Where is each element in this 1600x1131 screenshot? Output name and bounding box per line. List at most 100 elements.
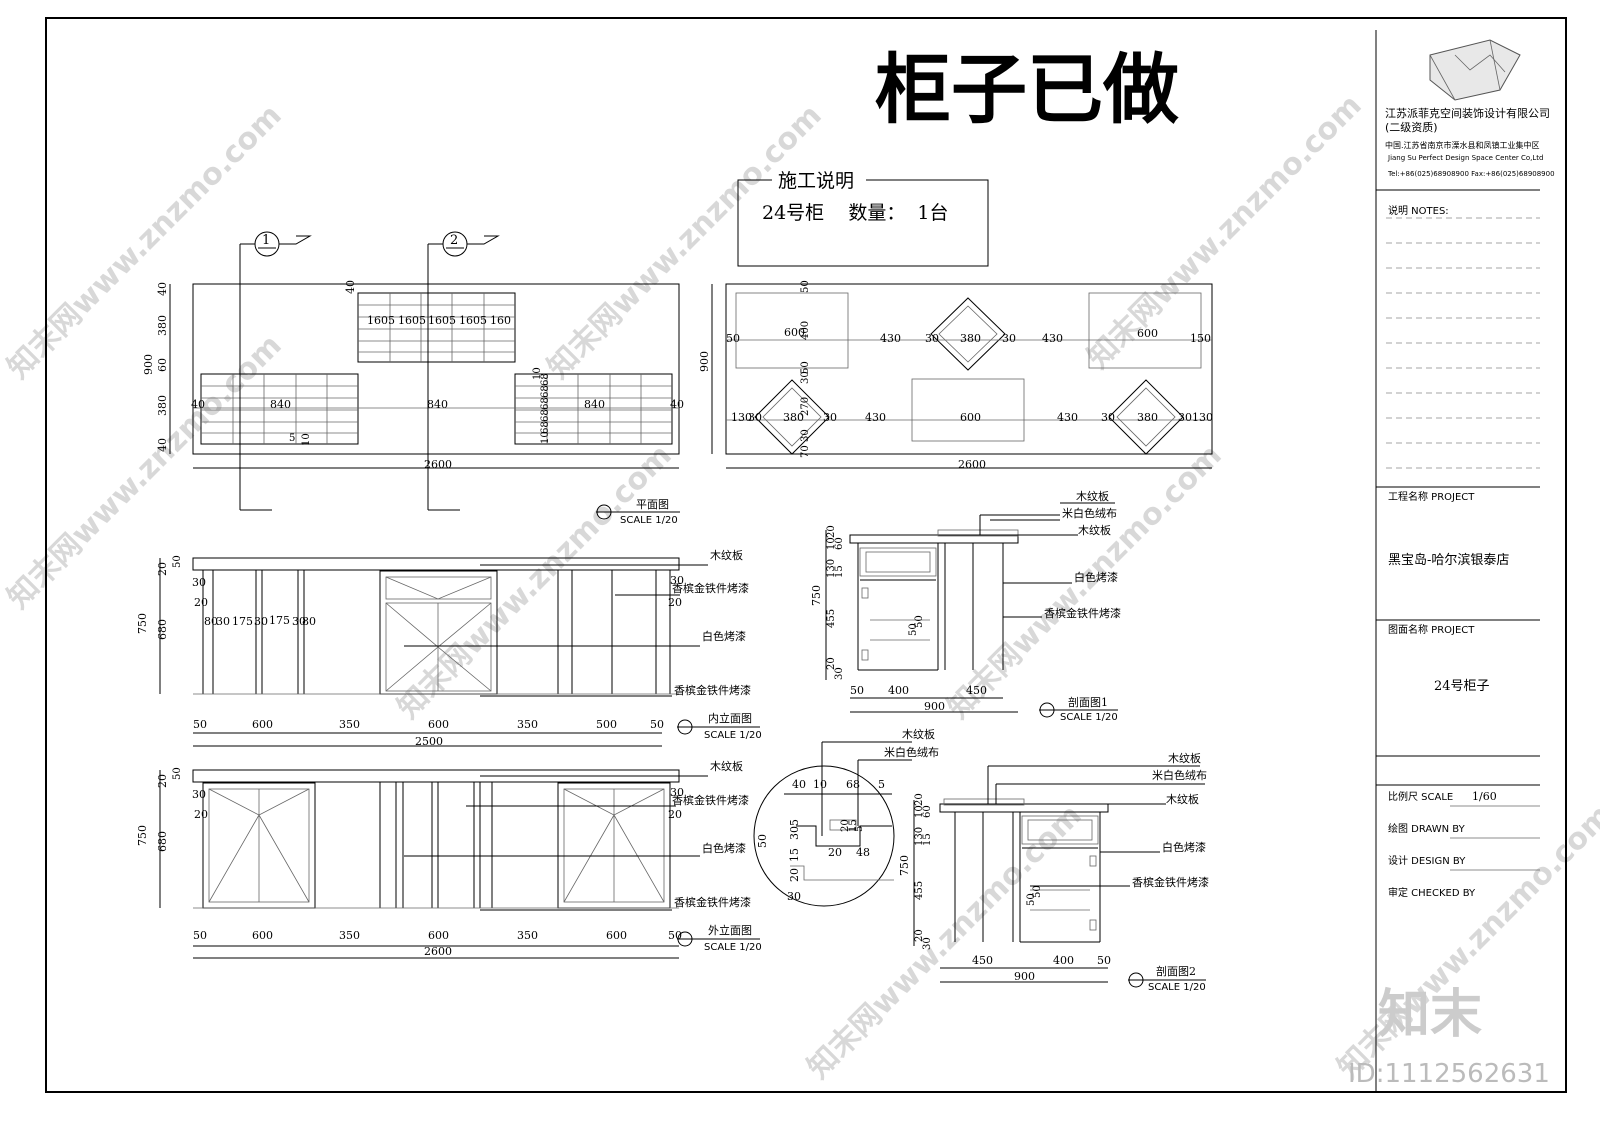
section-view-1: 木纹板 米白色绒布 木纹板 白色烤漆 香槟金铁件烤漆 50 400 450 90… (810, 489, 1121, 723)
svg-text:30: 30 (670, 786, 684, 799)
svg-text:木纹板: 木纹板 (710, 759, 743, 773)
svg-text:600: 600 (252, 929, 273, 942)
svg-text:450: 450 (966, 684, 987, 697)
svg-text:20: 20 (914, 929, 925, 942)
top-view: 2600 900 50 600 430 30 380 30 430 600 15… (698, 280, 1213, 471)
dim-outer-total: 2600 (424, 945, 452, 958)
svg-text:20: 20 (828, 846, 842, 859)
svg-text:30: 30 (800, 429, 811, 442)
svg-text:30: 30 (670, 574, 684, 587)
section-view-2: 木纹板 米白色绒布 木纹板 白色烤漆 香槟金铁件烤漆 450 400 50 90… (898, 751, 1209, 993)
svg-text:350: 350 (517, 718, 538, 731)
svg-text:68: 68 (540, 373, 551, 386)
svg-text:10: 10 (540, 431, 551, 444)
svg-text:400: 400 (800, 321, 811, 340)
svg-text:5: 5 (419, 314, 426, 327)
svg-text:380: 380 (783, 411, 804, 424)
company-logo (1429, 39, 1521, 101)
svg-text:840: 840 (584, 398, 605, 411)
construction-notes-box: 施工说明 24号柜 数量： 1台 (737, 168, 989, 267)
svg-text:50: 50 (193, 929, 207, 942)
svg-text:600: 600 (428, 718, 449, 731)
scale-value: 1/60 (1472, 790, 1497, 803)
svg-text:160: 160 (459, 314, 480, 327)
svg-text:750: 750 (136, 613, 149, 634)
company-qualification: (二级资质) (1385, 121, 1438, 134)
svg-text:380: 380 (960, 332, 981, 345)
svg-text:430: 430 (1042, 332, 1063, 345)
section1-scale: SCALE 1/20 (1060, 712, 1118, 723)
svg-text:60: 60 (834, 537, 845, 550)
svg-text:160: 160 (490, 314, 511, 327)
svg-text:白色烤漆: 白色烤漆 (1162, 840, 1206, 854)
project-value: 黑宝岛-哈尔滨银泰店 (1388, 552, 1509, 568)
svg-text:50: 50 (668, 929, 682, 942)
svg-text:5: 5 (854, 826, 865, 832)
svg-text:50: 50 (1097, 954, 1111, 967)
svg-text:380: 380 (1137, 411, 1158, 424)
svg-text:50: 50 (193, 718, 207, 731)
svg-text:430: 430 (865, 411, 886, 424)
svg-text:20: 20 (156, 774, 169, 788)
svg-text:米白色绒布: 米白色绒布 (884, 745, 939, 759)
svg-text:68: 68 (540, 385, 551, 398)
svg-text:455: 455 (826, 609, 837, 628)
svg-text:455: 455 (914, 881, 925, 900)
svg-text:30: 30 (834, 667, 845, 680)
outer-elevation: 木纹板 香槟金铁件烤漆 白色烤漆 香槟金铁件烤漆 50 600 350 600 … (136, 759, 762, 959)
svg-text:30: 30 (192, 788, 206, 801)
svg-text:5: 5 (449, 314, 456, 327)
svg-text:68: 68 (540, 397, 551, 410)
dim-top-total: 2600 (958, 458, 986, 471)
svg-text:5: 5 (289, 433, 295, 444)
svg-text:68: 68 (540, 409, 551, 422)
svg-text:30: 30 (192, 576, 206, 589)
svg-text:130: 130 (1192, 411, 1213, 424)
svg-text:10: 10 (532, 367, 543, 380)
svg-text:60: 60 (922, 805, 933, 818)
design-by-label: 设计 DESIGN BY (1388, 854, 1466, 867)
plan-view-title: 平面图 (636, 498, 669, 511)
svg-text:50: 50 (756, 834, 769, 848)
svg-text:20: 20 (668, 596, 682, 609)
svg-text:50: 50 (172, 555, 183, 568)
watermark-site: 知末网www.znzmo.com (541, 98, 829, 386)
svg-text:20: 20 (156, 562, 169, 576)
drawing-label: 图面名称 PROJECT (1388, 623, 1475, 636)
svg-text:5: 5 (388, 314, 395, 327)
svg-text:80: 80 (302, 615, 316, 628)
svg-text:50: 50 (726, 332, 740, 345)
svg-text:30: 30 (787, 890, 801, 903)
svg-text:20: 20 (840, 819, 851, 832)
svg-text:430: 430 (880, 332, 901, 345)
svg-text:680: 680 (156, 831, 169, 852)
svg-text:600: 600 (784, 326, 805, 339)
svg-text:450: 450 (972, 954, 993, 967)
label-wood: 木纹板 (710, 548, 743, 562)
svg-text:750: 750 (810, 585, 823, 606)
svg-text:木纹板: 木纹板 (1076, 489, 1109, 503)
svg-text:5: 5 (788, 819, 801, 826)
dim-plan-total: 2600 (424, 458, 452, 471)
svg-text:68: 68 (846, 778, 860, 791)
outer-view-title: 外立面图 (708, 923, 752, 937)
notes-label: 说明 NOTES: (1388, 204, 1449, 217)
svg-text:40: 40 (191, 398, 205, 411)
svg-text:白色烤漆: 白色烤漆 (702, 841, 746, 855)
svg-text:40: 40 (344, 280, 357, 294)
svg-text:20: 20 (194, 596, 208, 609)
svg-text:5: 5 (878, 778, 885, 791)
svg-text:600: 600 (606, 929, 627, 942)
svg-text:840: 840 (427, 398, 448, 411)
section2-scale: SCALE 1/20 (1148, 982, 1206, 993)
notes-line: 24号柜 数量： 1台 (762, 202, 949, 224)
outer-frame (45, 17, 1567, 1093)
svg-text:香槟金铁件烤漆: 香槟金铁件烤漆 (672, 793, 749, 807)
project-label: 工程名称 PROJECT (1388, 490, 1475, 503)
svg-text:175: 175 (269, 614, 290, 627)
svg-text:150: 150 (1190, 332, 1211, 345)
title-block: 江苏派菲克空间装饰设计有限公司 (二级资质) 中国.江苏省南京市溧水县和凤镇工业… (1376, 39, 1555, 899)
svg-text:米白色绒布: 米白色绒布 (1152, 768, 1207, 782)
watermark-brand: 知末 (1378, 985, 1482, 1045)
